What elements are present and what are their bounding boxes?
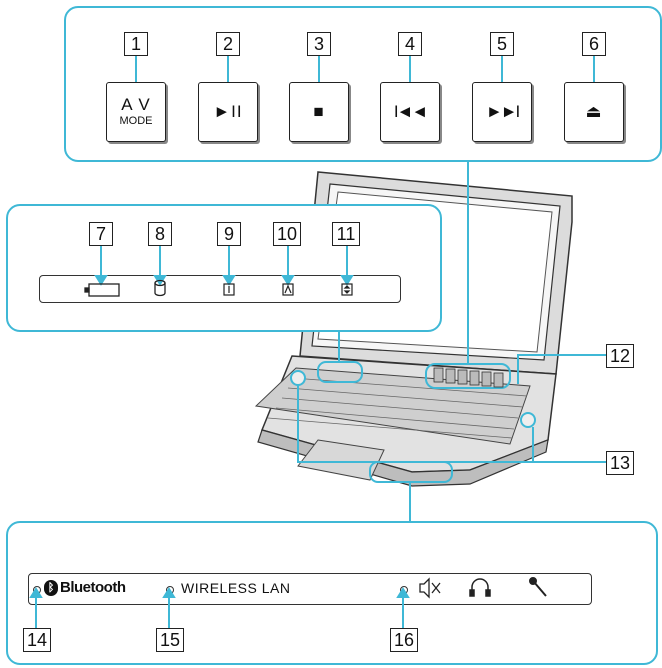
status-lights-callout-panel [6, 204, 442, 332]
callout-7: 7 [89, 222, 113, 246]
bluetooth-label: Bluetooth [60, 579, 126, 596]
headphones-icon [469, 578, 491, 597]
callout-5: 5 [490, 32, 514, 56]
stop-icon: ■ [313, 102, 325, 121]
callout-1: 1 [124, 32, 148, 56]
eject-button: ⏏ [564, 82, 624, 142]
wireless-lan-label: WIRELESS LAN [181, 580, 291, 596]
av-mode-label-top: A V [121, 95, 151, 114]
caps-lock-icon [282, 283, 294, 296]
scroll-lock-icon [341, 283, 353, 296]
callout-14: 14 [23, 628, 51, 652]
callout-15: 15 [156, 628, 184, 652]
callout-12: 12 [606, 344, 634, 368]
callout-3: 3 [307, 32, 331, 56]
bluetooth-icon: ᛒ [44, 580, 58, 596]
previous-track-icon: I◄◄ [393, 102, 428, 121]
callout-10: 10 [273, 222, 301, 246]
previous-track-button: I◄◄ [380, 82, 440, 142]
front-indicator-strip [28, 573, 592, 605]
speaker-mute-icon [419, 577, 441, 599]
callout-4: 4 [398, 32, 422, 56]
callout-6: 6 [582, 32, 606, 56]
callout-13: 13 [606, 451, 634, 475]
callout-2: 2 [216, 32, 240, 56]
play-pause-icon: ►II [213, 102, 243, 121]
num-lock-icon [223, 283, 235, 296]
av-mode-button: A V MODE [106, 82, 166, 142]
callout-8: 8 [148, 222, 172, 246]
hard-disk-icon [154, 279, 166, 297]
callout-11: 11 [332, 222, 360, 246]
next-track-button: ►►I [472, 82, 532, 142]
stop-button: ■ [289, 82, 349, 142]
callout-9: 9 [217, 222, 241, 246]
eject-icon: ⏏ [585, 102, 603, 121]
callout-16: 16 [390, 628, 418, 652]
play-pause-button: ►II [198, 82, 258, 142]
av-mode-label-bottom: MODE [119, 115, 153, 127]
microphone-icon [529, 577, 547, 597]
next-track-icon: ►►I [485, 102, 520, 121]
battery-icon [84, 283, 120, 297]
